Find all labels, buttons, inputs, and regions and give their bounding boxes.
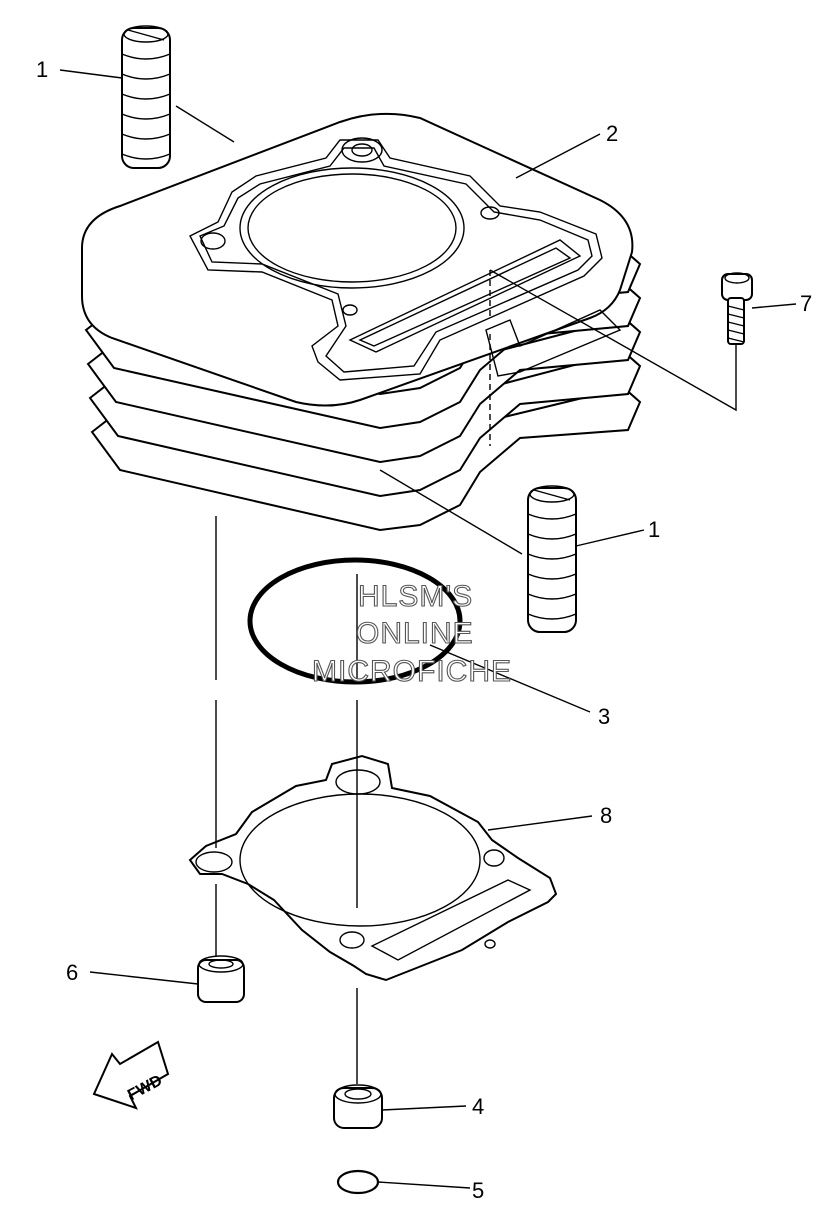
- callout-2: 2: [606, 121, 618, 146]
- cylinder-base-gasket[interactable]: [188, 754, 558, 982]
- callout-8: 8: [600, 803, 612, 828]
- dowel-collar[interactable]: [197, 955, 245, 1003]
- callout-7: 7: [800, 291, 812, 316]
- callout-numbers: 1 2 7 1 3 8 6 4 5: [36, 57, 812, 1203]
- cylinder-bolt[interactable]: [721, 272, 753, 345]
- base-gasket-stud-hole: [195, 851, 233, 873]
- dowel-pin-right[interactable]: [527, 485, 577, 633]
- watermark-line-3: MICROFICHE: [312, 655, 512, 688]
- base-gasket-stud-hole: [484, 939, 496, 949]
- base-gasket-tunnel: [370, 879, 532, 961]
- cylinder-o-ring[interactable]: [247, 557, 463, 685]
- callout-6: 6: [66, 960, 78, 985]
- stud-hole: [200, 232, 226, 250]
- stud-hole: [480, 206, 500, 220]
- cylinder-block[interactable]: [81, 112, 642, 532]
- callout-1-right: 1: [648, 517, 660, 542]
- stud-hole: [342, 304, 358, 316]
- watermark-line-1: HLSM'S: [358, 580, 473, 613]
- leader-lines: [59, 69, 797, 1189]
- fwd-arrow-icon: [92, 1040, 170, 1110]
- cylinder-top-face: [81, 112, 634, 407]
- callout-1-top: 1: [36, 57, 48, 82]
- callout-5: 5: [472, 1178, 484, 1203]
- cylinder-gasket-outline-inner: [199, 147, 593, 373]
- watermark: HLSM'S ONLINE MICROFICHE: [311, 579, 512, 688]
- base-gasket-stud-hole: [335, 769, 381, 795]
- dowel-pin-top[interactable]: [121, 25, 171, 169]
- callout-3: 3: [598, 704, 610, 729]
- cylinder-gasket-outline: [189, 139, 603, 381]
- stud-hole: [341, 137, 383, 163]
- fwd-arrow: FWD: [92, 1040, 170, 1110]
- small-o-ring[interactable]: [336, 1169, 380, 1195]
- cam-chain-tunnel-inner: [358, 247, 572, 347]
- assembly-lines: [215, 269, 737, 1084]
- base-gasket-stud-hole: [483, 849, 505, 867]
- cylinder-bore: [239, 167, 465, 289]
- base-gasket-stud-hole: [339, 931, 365, 949]
- stud-hole: [351, 143, 373, 157]
- cylinder-bore-inner: [247, 173, 457, 283]
- watermark-line-2: ONLINE: [356, 617, 474, 650]
- callout-4: 4: [472, 1094, 484, 1119]
- cylinder-side-cutaway: [485, 309, 622, 377]
- dowel-sleeve[interactable]: [333, 1084, 383, 1129]
